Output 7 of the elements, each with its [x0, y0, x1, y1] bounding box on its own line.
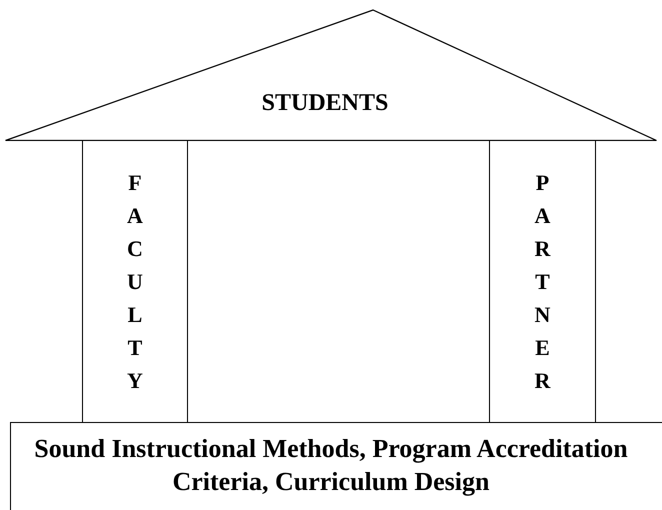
pillar-box: [489, 140, 596, 423]
pillar-label: PARTNER: [534, 169, 552, 395]
roof-label: STUDENTS: [262, 89, 388, 118]
foundation-box: [10, 422, 662, 510]
pillar-label: FACULTY: [126, 169, 144, 395]
pillar-box: [82, 140, 188, 423]
foundation-label: Sound Instructional Methods, Program Accreditation Criteria, Curriculum Design: [33, 433, 629, 498]
